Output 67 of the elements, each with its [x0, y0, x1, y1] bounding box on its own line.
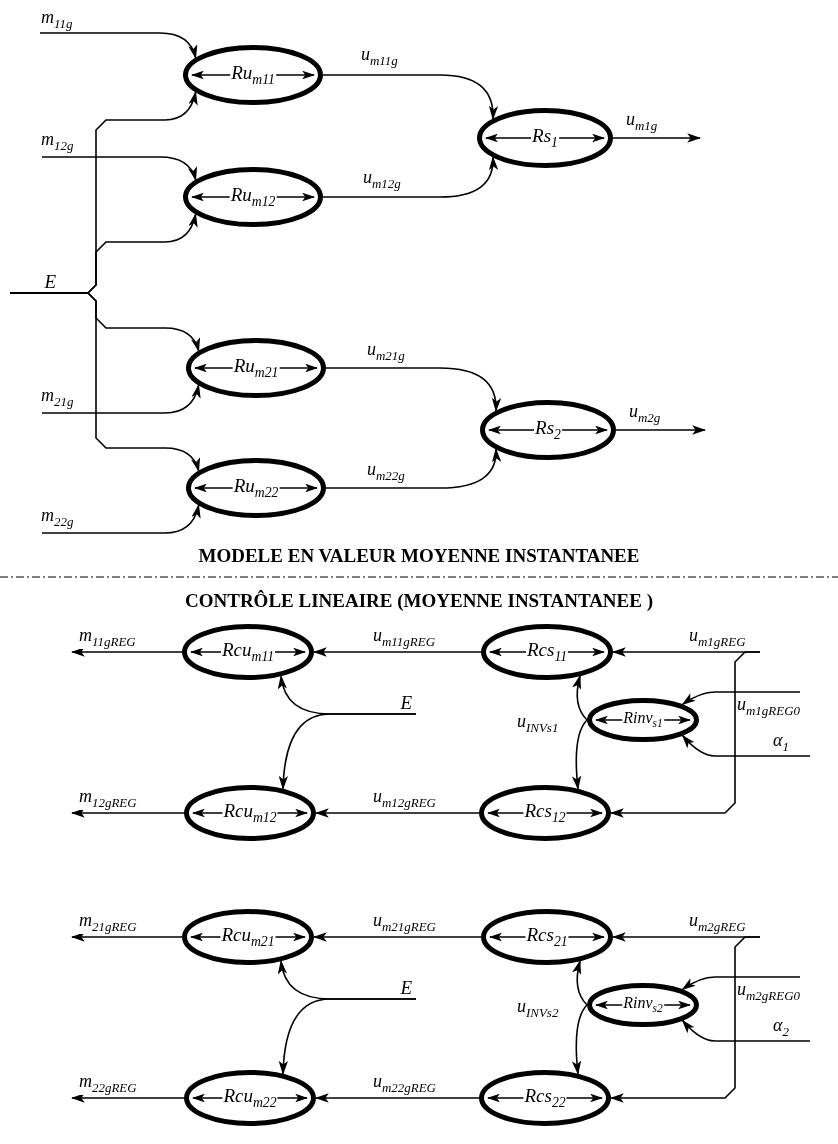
block-label: Rcs$_{11}$ — [525, 640, 569, 664]
block-label: Rs$_{1}$ — [531, 126, 559, 150]
block-ellipse — [479, 1070, 611, 1126]
arrow — [609, 936, 761, 1103]
block-ellipse — [186, 338, 326, 398]
arrow — [681, 976, 801, 991]
block-label: Ru$_{m22}$ — [232, 476, 280, 500]
arrow — [70, 1093, 185, 1103]
block-ellipse — [183, 45, 323, 105]
block-ellipse — [481, 624, 613, 680]
block-label: Rcu$_{m21}$ — [220, 925, 276, 949]
arrow — [41, 504, 201, 534]
signal-label: E — [44, 272, 56, 291]
block-ellipse — [186, 458, 326, 518]
arrow — [314, 1093, 480, 1103]
arrow — [612, 133, 702, 143]
arrow — [325, 367, 501, 412]
block-label: Ru$_{m21}$ — [232, 356, 280, 380]
block-label: Rinv$_{s1}$ — [622, 710, 664, 730]
block-label: Ru$_{m12}$ — [229, 185, 277, 209]
block-ellipse — [481, 909, 613, 965]
arrow — [70, 808, 185, 818]
block-ellipse — [587, 983, 699, 1027]
block-ellipse — [480, 400, 616, 460]
arrow — [572, 960, 588, 1006]
arrow — [41, 156, 197, 181]
arrow — [572, 719, 588, 790]
arrow — [322, 156, 498, 198]
arrow — [312, 647, 482, 657]
arrow — [681, 1019, 811, 1042]
arrow — [279, 998, 417, 1075]
block-label: Rcs$_{22}$ — [523, 1086, 567, 1110]
block-ellipse — [183, 167, 323, 227]
arrow — [9, 292, 200, 472]
block-ellipse — [587, 698, 699, 742]
block-ellipse — [182, 624, 314, 680]
arrow — [325, 448, 501, 489]
arrow — [314, 808, 480, 818]
arrow — [70, 932, 183, 942]
signal-label: E — [400, 978, 412, 997]
arrow — [681, 691, 801, 706]
block-ellipse — [477, 108, 613, 168]
block-label: Rcs$_{12}$ — [523, 801, 567, 825]
arrow — [615, 425, 707, 435]
arrow — [609, 651, 761, 818]
block-label: Rcs$_{21}$ — [525, 925, 569, 949]
arrow — [572, 1004, 588, 1075]
block-label: Ru$_{m11}$ — [230, 63, 276, 87]
arrow — [572, 675, 588, 721]
arrow — [41, 384, 201, 414]
block-label: Rcu$_{m11}$ — [220, 640, 276, 664]
block-label: Rinv$_{s2}$ — [622, 995, 664, 1015]
arrow — [681, 734, 811, 757]
block-label: Rcu$_{m12}$ — [222, 801, 278, 825]
block-label: Rcu$_{m22}$ — [222, 1086, 278, 1110]
arrow — [70, 647, 183, 657]
signal-label: E — [400, 693, 412, 712]
arrow — [312, 932, 482, 942]
section-heading: CONTRÔLE LINEAIRE (MOYENNE INSTANTANEE ) — [185, 590, 653, 611]
block-ellipse — [182, 909, 314, 965]
arrow — [279, 713, 417, 790]
arrow — [322, 74, 498, 120]
arrow — [39, 32, 197, 59]
block-ellipse — [184, 1070, 316, 1126]
block-ellipse — [184, 785, 316, 841]
block-label: Rs$_{2}$ — [534, 418, 562, 442]
block-ellipse — [479, 785, 611, 841]
